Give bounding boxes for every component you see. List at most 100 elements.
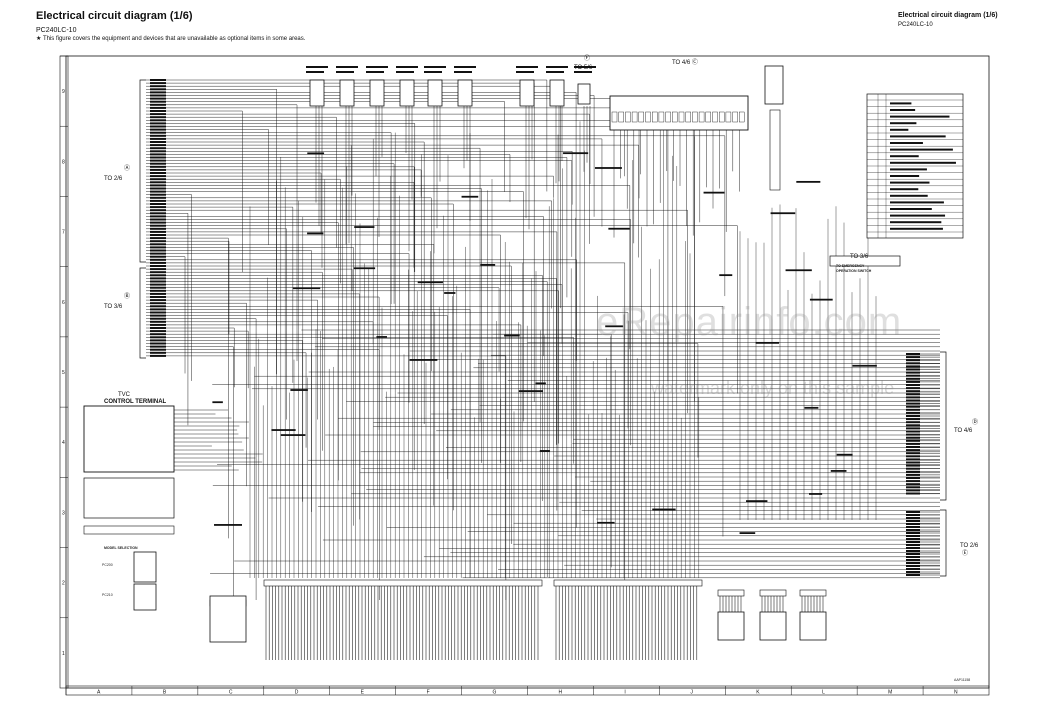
ref-emergency-2: OPERATION SWITCH	[836, 269, 872, 273]
pin-label-block	[150, 237, 166, 240]
pin-label-block	[906, 571, 920, 573]
harness-connector	[263, 579, 543, 587]
pin-label-block	[150, 289, 166, 292]
pin-label-block	[150, 106, 166, 109]
column-zone-label: F	[427, 690, 430, 696]
pin-label-block	[906, 393, 920, 396]
pin-label-block	[150, 137, 166, 140]
pin-label-block	[150, 246, 166, 249]
pin-label-block	[150, 292, 166, 295]
wire-code-label	[353, 267, 376, 270]
row-zone-label: 6	[62, 300, 65, 306]
pin-label-block	[150, 159, 166, 162]
model-code-right: PC240LC-10	[898, 22, 933, 28]
pin-label-block	[906, 556, 920, 558]
model-code: PC240LC-10	[36, 27, 77, 34]
pin-label-block	[150, 339, 166, 342]
pin-label-block	[150, 299, 166, 302]
control-terminal-label: CONTROL TERMINAL	[104, 399, 167, 405]
column-zone-label: M	[888, 690, 892, 696]
pin-label-block	[906, 473, 920, 476]
pin-label-block	[150, 206, 166, 209]
pin-label-block	[150, 113, 166, 116]
pin-label-block	[150, 209, 166, 212]
pin-label-block	[150, 212, 166, 215]
pin-label-block	[150, 175, 166, 178]
wire-code-label	[290, 389, 308, 391]
relay-caption	[306, 66, 328, 68]
pin-label-block	[906, 483, 920, 486]
pin-label-block	[150, 333, 166, 336]
pin-label-block	[150, 187, 166, 190]
pin-label-block	[906, 421, 920, 424]
fuse-table-text	[890, 115, 950, 118]
ref-to-2-6-top-mark: Ⓐ	[124, 164, 130, 172]
pin-label-block	[150, 134, 166, 137]
pin-label-block	[906, 452, 920, 455]
pin-label-block	[150, 240, 166, 243]
pin-label-block	[906, 374, 920, 377]
pin-label-block	[906, 405, 920, 408]
fuse-cell	[645, 111, 651, 123]
pin-label-block	[906, 415, 920, 417]
column-zone-label: C	[229, 690, 233, 696]
wire-code-label	[785, 269, 812, 272]
pin-label-block	[906, 399, 920, 402]
row-zone-label: 8	[62, 159, 65, 165]
pin-label-block	[150, 181, 166, 184]
pin-label-block	[150, 230, 166, 233]
pin-label-block	[906, 424, 920, 427]
pin-label-block	[906, 532, 920, 534]
fuse-table-text	[890, 227, 943, 230]
pin-label-block	[906, 517, 920, 519]
pin-label-block	[150, 178, 166, 181]
pin-label-block	[150, 320, 166, 323]
pin-label-block	[906, 418, 920, 421]
column-zone-label: A	[97, 690, 101, 696]
wire-code-label	[796, 180, 821, 183]
wire-code-label	[271, 429, 296, 431]
wire-code-label	[804, 406, 819, 409]
fuse-cell	[705, 111, 711, 123]
harness-connector	[717, 589, 745, 597]
pin-label-block	[906, 574, 920, 576]
pin-label-block	[906, 535, 920, 537]
pin-label-block	[150, 234, 166, 236]
wire-code-label	[739, 532, 756, 535]
pin-label-block	[150, 100, 166, 103]
pin-label-block	[150, 308, 166, 311]
pin-label-block	[150, 128, 166, 131]
relay-caption	[396, 66, 418, 68]
pin-label-block	[906, 553, 920, 555]
brace-right-upper	[940, 351, 947, 501]
column-zone-label: L	[822, 690, 825, 696]
relay-caption	[454, 66, 476, 68]
bottom-connector-left	[209, 595, 247, 643]
watermark-site: eRepairinfo.com	[596, 300, 903, 344]
pin-label-block	[150, 79, 166, 81]
fuse-cell	[685, 111, 691, 123]
model-selection-label: MODEL SELECTION	[104, 546, 138, 550]
pin-label-block	[150, 168, 166, 171]
row-zone-label: 3	[62, 510, 65, 516]
fuse-cell	[611, 111, 618, 123]
wire-code-label	[809, 493, 823, 495]
fuse-cell	[739, 111, 745, 123]
pin-label-block	[150, 296, 166, 298]
relay-caption	[516, 66, 538, 68]
wire-code-label	[652, 508, 676, 511]
fuse-table-text	[890, 128, 909, 131]
ref-to-4-6-right: TO 4/6	[954, 428, 973, 434]
pin-label-block	[906, 486, 920, 489]
fuse-table	[866, 93, 964, 239]
harness-connector	[553, 579, 703, 587]
pin-label-block	[150, 261, 166, 264]
bottom-sensors-right	[717, 611, 827, 641]
wire-code-label	[535, 382, 546, 385]
pin-label-block	[150, 268, 166, 271]
emergency-switch-connector	[829, 255, 901, 267]
pin-label-block	[906, 529, 920, 531]
pin-label-block	[906, 559, 920, 561]
pin-label-block	[150, 147, 166, 150]
